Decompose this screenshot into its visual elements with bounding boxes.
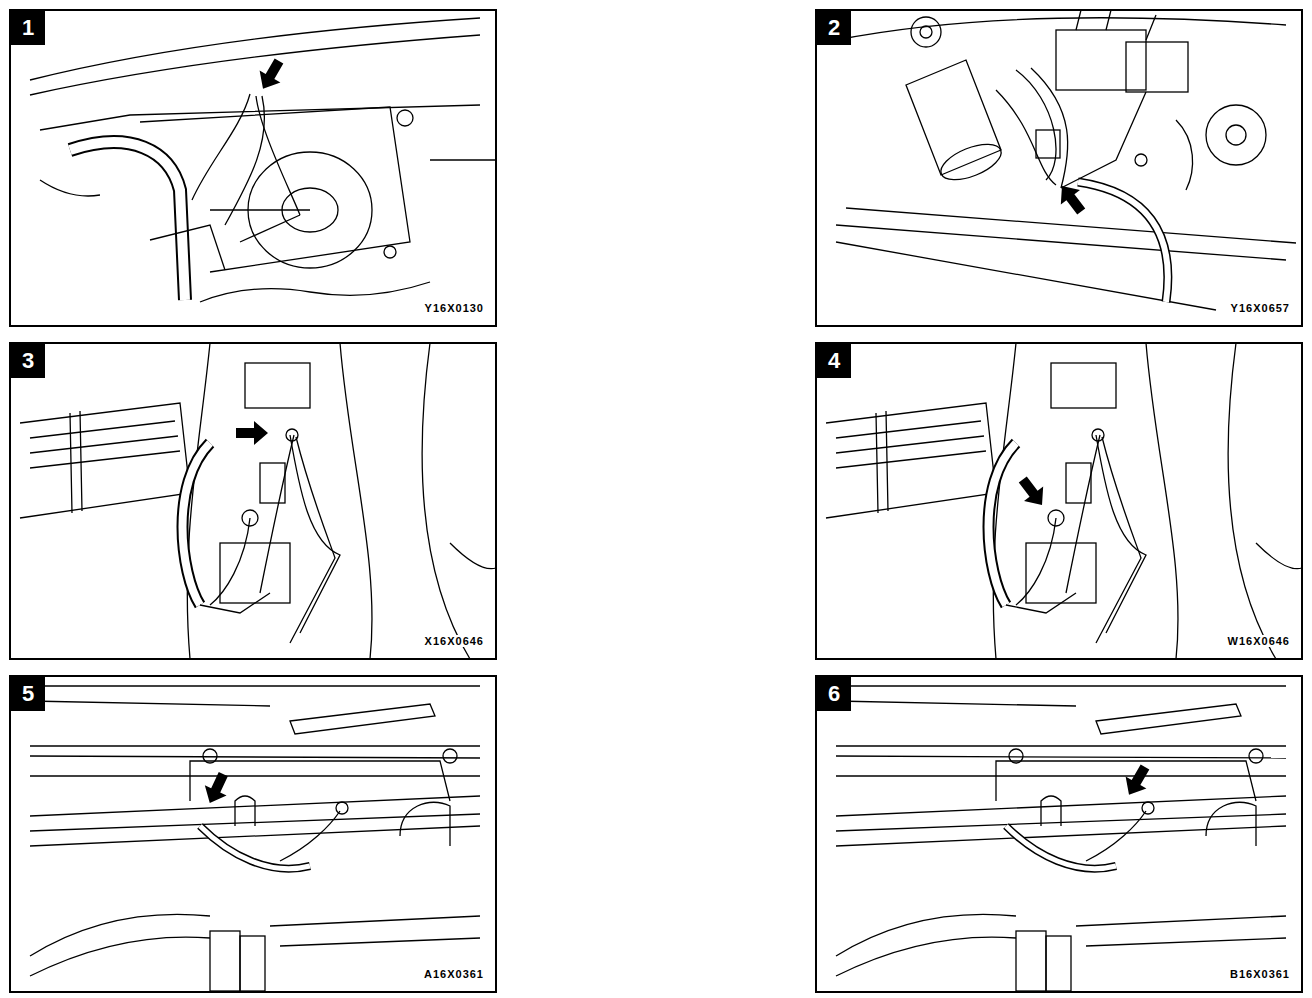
figure-code: W16X0646 <box>1226 635 1292 647</box>
figure-code: Y16X0657 <box>1229 302 1292 314</box>
step-badge: 3 <box>11 344 45 378</box>
step-number: 2 <box>828 15 840 41</box>
step-number: 6 <box>828 681 840 707</box>
step-number: 1 <box>22 15 34 41</box>
step-badge: 1 <box>11 11 45 45</box>
figure-code: Y16X0130 <box>423 302 486 314</box>
step-badge: 6 <box>817 677 851 711</box>
step-number: 3 <box>22 348 34 374</box>
step-badge: 2 <box>817 11 851 45</box>
step-badge: 4 <box>817 344 851 378</box>
step-number: 4 <box>828 348 840 374</box>
step-number: 5 <box>22 681 34 707</box>
figure-code: A16X0361 <box>422 968 486 980</box>
step-badge: 5 <box>11 677 45 711</box>
figure-code: B16X0361 <box>1228 968 1292 980</box>
figure-code: X16X0646 <box>423 635 486 647</box>
